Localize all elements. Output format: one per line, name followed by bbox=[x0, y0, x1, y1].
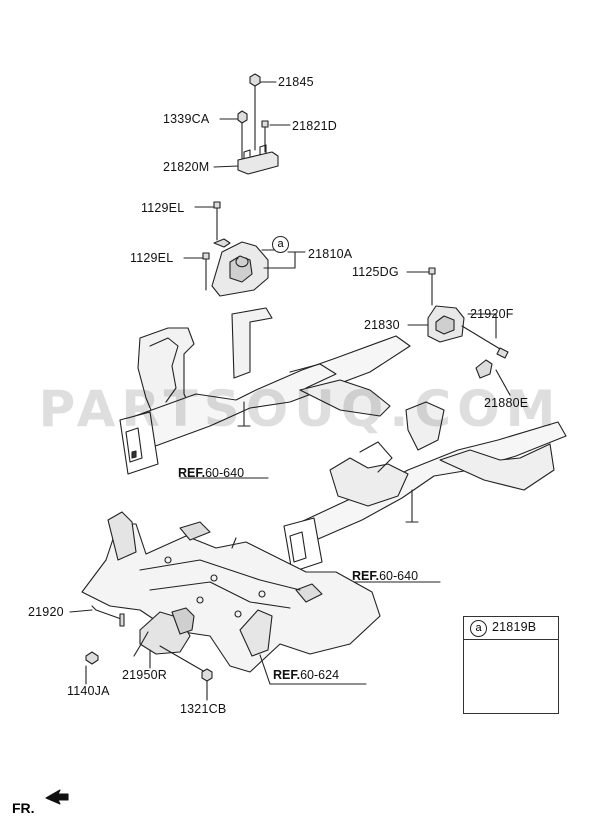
inset-callout-a: a bbox=[470, 620, 487, 637]
label-21810A[interactable]: 21810A bbox=[308, 247, 353, 261]
side-member-right bbox=[283, 401, 567, 583]
engine-mount-upper bbox=[183, 73, 306, 297]
label-1129EL-lower[interactable]: 1129EL bbox=[130, 251, 174, 265]
label-21920F[interactable]: 21920F bbox=[470, 307, 514, 321]
ref-number: 60-640 bbox=[205, 466, 245, 480]
label-1339CA[interactable]: 1339CA bbox=[163, 112, 210, 126]
label-21920[interactable]: 21920 bbox=[28, 605, 64, 619]
ref-link-3[interactable]: REF.60-624 bbox=[273, 668, 339, 682]
label-21820M[interactable]: 21820M bbox=[163, 160, 210, 174]
label-1129EL-upper[interactable]: 1129EL bbox=[141, 201, 185, 215]
front-label: FR. bbox=[12, 800, 35, 816]
engine-mount-right bbox=[406, 267, 511, 396]
ref-prefix: REF. bbox=[178, 466, 206, 480]
inset-header: a 21819B bbox=[464, 617, 558, 640]
label-21819B[interactable]: 21819B bbox=[492, 620, 537, 634]
ref-number: 60-640 bbox=[379, 569, 419, 583]
ref-link-2[interactable]: REF.60-640 bbox=[352, 569, 418, 583]
callout-a[interactable]: a bbox=[272, 236, 289, 253]
label-21950R[interactable]: 21950R bbox=[122, 668, 167, 682]
ref-link-1[interactable]: REF.60-640 bbox=[178, 466, 244, 480]
label-21830[interactable]: 21830 bbox=[364, 318, 400, 332]
inset-box: a 21819B bbox=[463, 616, 559, 714]
subframe bbox=[81, 511, 381, 685]
ref-prefix: REF. bbox=[273, 668, 301, 682]
roll-rod bbox=[69, 605, 213, 701]
ref-prefix: REF. bbox=[352, 569, 380, 583]
label-21880E[interactable]: 21880E bbox=[484, 396, 529, 410]
label-21845[interactable]: 21845 bbox=[278, 75, 314, 89]
label-1140JA[interactable]: 1140JA bbox=[67, 684, 110, 698]
side-member-left bbox=[119, 307, 411, 479]
label-21821D[interactable]: 21821D bbox=[292, 119, 337, 133]
label-1321CB[interactable]: 1321CB bbox=[180, 702, 227, 716]
label-1125DG[interactable]: 1125DG bbox=[352, 265, 399, 279]
front-arrow-icon bbox=[45, 789, 69, 805]
ref-number: 60-624 bbox=[300, 668, 340, 682]
